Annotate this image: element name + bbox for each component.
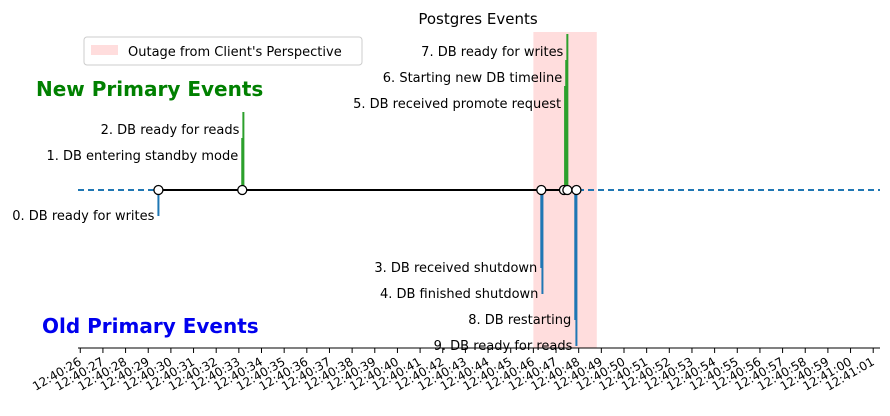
event-marker bbox=[536, 184, 547, 196]
event-label: 8. DB restarting bbox=[468, 313, 571, 328]
event-marker bbox=[562, 184, 573, 196]
event-label: 1. DB entering standby mode bbox=[46, 149, 238, 164]
new-primary-title: New Primary Events bbox=[36, 77, 263, 101]
event-marker bbox=[237, 184, 248, 196]
legend-label: Outage from Client's Perspective bbox=[128, 45, 342, 60]
event-label: 5. DB received promote request bbox=[353, 97, 561, 112]
event-label: 7. DB ready for writes bbox=[421, 45, 563, 60]
event-label: 6. Starting new DB timeline bbox=[383, 71, 562, 86]
event-marker bbox=[153, 184, 164, 196]
legend-box bbox=[83, 36, 363, 66]
event-label: 0. DB ready for writes bbox=[12, 209, 154, 224]
event-label: 9. DB ready for reads bbox=[434, 339, 573, 354]
event-label: 4. DB finished shutdown bbox=[380, 287, 538, 302]
event-label: 2. DB ready for reads bbox=[101, 123, 240, 138]
event-marker bbox=[571, 184, 582, 196]
x-axis-ticks: 12:40:2612:40:2712:40:2812:40:2912:40:30… bbox=[30, 348, 877, 394]
event-label: 3. DB received shutdown bbox=[374, 261, 537, 276]
event-labels: 0. DB ready for writes 1. DB entering sta… bbox=[12, 45, 572, 354]
chart-title: Postgres Events bbox=[418, 10, 538, 28]
legend: Outage from Client's Perspective bbox=[83, 36, 363, 66]
event-stems bbox=[157, 34, 578, 346]
old-primary-title: Old Primary Events bbox=[42, 314, 259, 338]
legend-swatch bbox=[91, 45, 118, 55]
event-markers bbox=[153, 184, 582, 196]
